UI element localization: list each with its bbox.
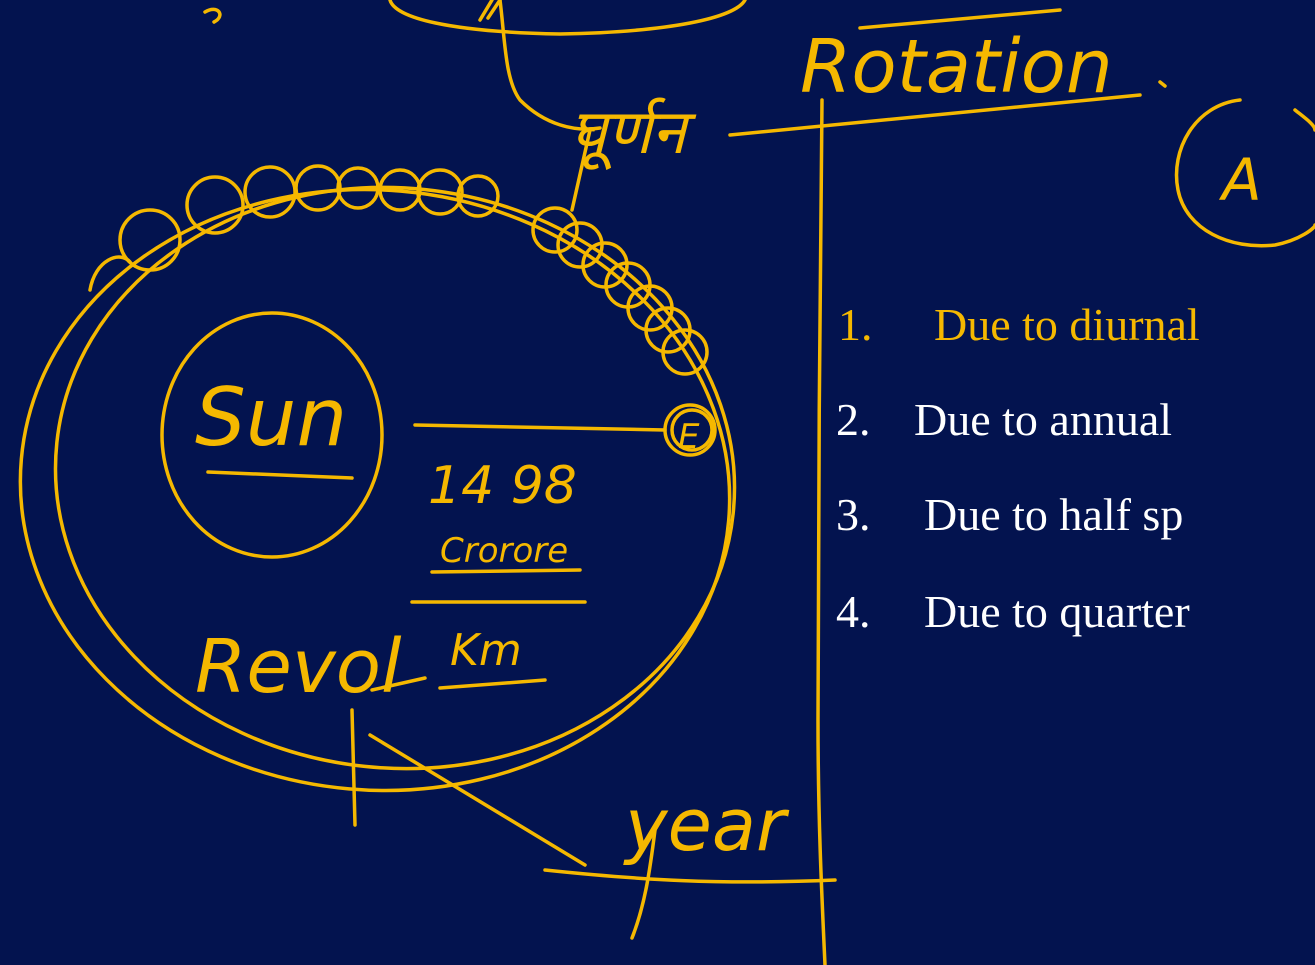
earth-label: E	[678, 417, 700, 457]
sun-label: Sun	[195, 371, 347, 464]
option-4-text: Due to quarter	[924, 586, 1190, 637]
rotation-loops	[90, 166, 707, 374]
distance-line	[415, 425, 665, 430]
option-2[interactable]: 2. Due to annual	[836, 394, 1172, 445]
option-4[interactable]: 4. Due to quarter	[836, 586, 1190, 637]
option-4-number: 4.	[836, 586, 871, 637]
option-3-number: 3.	[836, 489, 871, 540]
revolution-label: Revol	[195, 624, 402, 710]
rotation-label: Rotation	[800, 24, 1113, 110]
option-3[interactable]: 3. Due to half sp	[836, 489, 1183, 540]
option-1-text: Due to diurnal	[934, 299, 1200, 350]
divider-line	[818, 100, 825, 965]
option-1[interactable]: 1. Due to diurnal	[838, 299, 1200, 350]
distance-value: 14 98	[428, 456, 577, 516]
option-3-text: Due to half sp	[924, 489, 1183, 540]
option-2-text: Due to annual	[914, 394, 1172, 445]
option-1-number: 1.	[838, 299, 873, 350]
top-squiggle	[205, 9, 220, 22]
year-label: year	[623, 783, 790, 867]
distance-unit-1: Crorore	[440, 531, 568, 571]
distance-unit-2: Km	[450, 625, 522, 676]
option-2-number: 2.	[836, 394, 871, 445]
top-rotation-ellipse	[390, 0, 745, 34]
options-list: 1. Due to diurnal 2. Due to annual 3. Du…	[836, 299, 1200, 637]
answer-label: A	[1218, 146, 1262, 214]
